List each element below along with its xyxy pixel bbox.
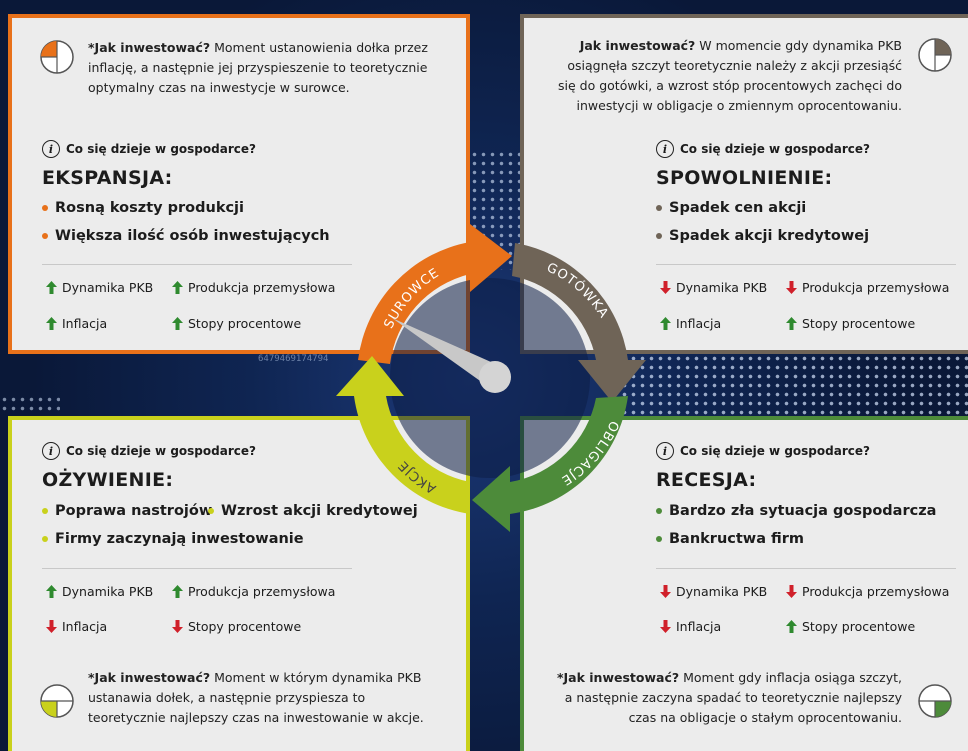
info-icon: i — [42, 140, 60, 158]
indicator: Dynamika PKB — [660, 584, 767, 599]
indicator: Produkcja przemysłowa — [172, 584, 335, 599]
question-text: Co się dzieje w gospodarce? — [680, 444, 870, 458]
tip-label: Jak inwestować? — [579, 38, 696, 53]
arrow-down-icon — [172, 620, 183, 633]
bullet-dot-icon — [656, 233, 662, 239]
arrow-up-icon — [660, 317, 671, 330]
list-item: Wzrost akcji kredytowej — [208, 503, 418, 519]
bullet-dot-icon — [656, 205, 662, 211]
question-text: Co się dzieje w gospodarce? — [680, 142, 870, 156]
arrow-up-icon — [172, 317, 183, 330]
investment-tip: *Jak inwestować? Moment gdy inflacja osi… — [548, 668, 902, 728]
divider — [656, 264, 956, 265]
divider — [656, 568, 956, 569]
info-icon: i — [656, 442, 674, 460]
indicator: Inflacja — [660, 316, 721, 331]
arrow-down-icon — [786, 281, 797, 294]
cycle-segment-gotowka — [512, 243, 646, 402]
list-item: Spadek akcji kredytowej — [656, 228, 869, 244]
indicator: Stopy procentowe — [786, 316, 915, 331]
question-text: Co się dzieje w gospodarce? — [66, 444, 256, 458]
economy-question: i Co się dzieje w gospodarce? — [42, 442, 256, 460]
phase-title: RECESJA: — [656, 469, 757, 491]
tip-text: W momencie gdy dynamika PKB osiągnęła sz… — [558, 38, 902, 113]
info-icon: i — [42, 442, 60, 460]
indicator: Dynamika PKB — [46, 280, 153, 295]
list-item: Firmy zaczynają inwestowanie — [42, 531, 304, 547]
bullet-dot-icon — [42, 536, 48, 542]
tip-label: *Jak inwestować? — [556, 670, 680, 685]
tip-text: Moment ustanowienia dołka przez inflację… — [88, 40, 428, 95]
arrow-up-icon — [786, 317, 797, 330]
divider — [42, 568, 352, 569]
background-dots — [620, 345, 968, 415]
list-item: Bankructwa firm — [656, 531, 804, 547]
tip-label: *Jak inwestować? — [88, 40, 211, 55]
arrow-down-icon — [660, 281, 671, 294]
investment-tip: Jak inwestować? W momencie gdy dynamika … — [548, 36, 902, 116]
arrow-down-icon — [660, 620, 671, 633]
info-icon: i — [656, 140, 674, 158]
pie-chart-icon — [40, 40, 74, 74]
question-text: Co się dzieje w gospodarce? — [66, 142, 256, 156]
cycle-segment-surowce — [358, 224, 512, 364]
indicator: Inflacja — [46, 316, 107, 331]
arrow-up-icon — [46, 585, 57, 598]
indicator: Stopy procentowe — [786, 619, 915, 634]
divider — [42, 264, 352, 265]
phase-title: EKSPANSJA: — [42, 167, 173, 189]
cycle-segment-obligacje — [472, 396, 628, 532]
cycle-segment-akcje — [336, 356, 470, 514]
pie-chart-icon — [918, 38, 952, 72]
list-item: Bardzo zła sytuacja gospodarcza — [656, 503, 936, 519]
arrow-down-icon — [46, 620, 57, 633]
economy-question: i Co się dzieje w gospodarce? — [656, 442, 870, 460]
tip-text: Moment w którym dynamika PKB ustanawia d… — [88, 670, 424, 725]
indicator: Dynamika PKB — [46, 584, 153, 599]
indicator: Inflacja — [46, 619, 107, 634]
phase-title: OŻYWIENIE: — [42, 469, 174, 491]
list-item: Większa ilość osób inwestujących — [42, 228, 330, 244]
arrow-up-icon — [46, 281, 57, 294]
bullet-dot-icon — [656, 508, 662, 514]
investment-tip: *Jak inwestować? Moment ustanowienia doł… — [88, 38, 443, 98]
indicator: Stopy procentowe — [172, 619, 301, 634]
needle-hub — [479, 361, 511, 393]
indicator: Stopy procentowe — [172, 316, 301, 331]
indicator: Produkcja przemysłowa — [786, 584, 949, 599]
pie-chart-icon — [40, 684, 74, 718]
arrow-up-icon — [786, 620, 797, 633]
tip-label: *Jak inwestować? — [88, 670, 211, 685]
list-item: Spadek cen akcji — [656, 200, 806, 216]
needle-icon — [392, 318, 500, 388]
bullet-dot-icon — [42, 508, 48, 514]
bullet-dot-icon — [42, 205, 48, 211]
bullet-dot-icon — [208, 508, 214, 514]
phase-title: SPOWOLNIENIE: — [656, 167, 833, 189]
investment-tip: *Jak inwestować? Moment w którym dynamik… — [88, 668, 443, 728]
economy-question: i Co się dzieje w gospodarce? — [656, 140, 870, 158]
arrow-down-icon — [786, 585, 797, 598]
indicator: Produkcja przemysłowa — [786, 280, 949, 295]
arrow-up-icon — [172, 281, 183, 294]
bullet-dot-icon — [42, 233, 48, 239]
panel-expansion: *Jak inwestować? Moment ustanowienia doł… — [8, 14, 470, 354]
list-item: Poprawa nastrojów — [42, 503, 212, 519]
arrow-up-icon — [172, 585, 183, 598]
arrow-up-icon — [46, 317, 57, 330]
panel-recession: i Co się dzieje w gospodarce? RECESJA: Ba… — [520, 416, 968, 751]
tip-text: Moment gdy inflacja osiąga szczyt, a nas… — [564, 670, 902, 725]
arrow-down-icon — [660, 585, 671, 598]
indicator: Dynamika PKB — [660, 280, 767, 295]
indicator: Inflacja — [660, 619, 721, 634]
background-dots — [0, 395, 60, 415]
economy-question: i Co się dzieje w gospodarce? — [42, 140, 256, 158]
indicator: Produkcja przemysłowa — [172, 280, 335, 295]
bullet-dot-icon — [656, 536, 662, 542]
list-item: Rosną koszty produkcji — [42, 200, 244, 216]
pie-chart-icon — [918, 684, 952, 718]
background-numbers: 6479469174794 — [258, 354, 329, 364]
